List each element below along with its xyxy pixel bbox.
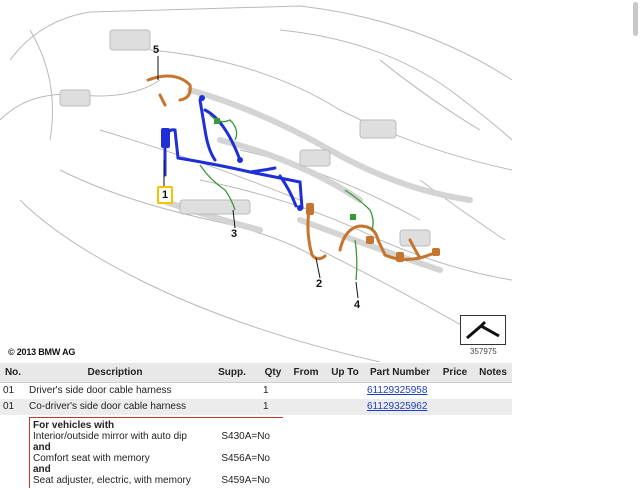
cell-from	[286, 383, 326, 400]
cell-part-number: 61129325958	[364, 383, 436, 400]
col-header-from[interactable]: From	[286, 363, 326, 383]
callout-5[interactable]: 5	[153, 44, 160, 56]
harness-illustration	[0, 5, 512, 362]
cell-no: 01	[0, 399, 26, 415]
cell-description: Co-driver's side door cable harness	[26, 399, 204, 415]
condition-line: Comfort seat with memory S456A=No	[33, 453, 280, 464]
condition-line: Seat adjuster, electric, with memory S45…	[33, 475, 280, 486]
cell-price	[436, 383, 474, 400]
scrollbar-thumb[interactable]	[633, 2, 638, 36]
cell-qty: 1	[263, 385, 269, 396]
table-row[interactable]: 01 Driver's side door cable harness 1 61…	[0, 383, 512, 400]
cell-part-number: 61129325962	[364, 399, 436, 415]
callout-4[interactable]: 4	[354, 299, 361, 311]
condition-code: S459A=No	[221, 475, 270, 486]
part-number-link[interactable]: 61129325962	[367, 401, 428, 412]
parts-table: No. Description Supp. Qty From Up To Par…	[0, 363, 512, 490]
col-header-description[interactable]: Description	[26, 363, 204, 383]
cell-qty: 1	[260, 399, 286, 415]
condition-line: Interior/outside mirror with auto dip S4…	[33, 431, 280, 442]
cell-upto	[326, 383, 364, 400]
condition-text: Seat adjuster, electric, with memory	[33, 475, 191, 486]
callout-2[interactable]: 2	[316, 278, 323, 290]
diagram-nav-button[interactable]	[460, 315, 506, 345]
cell-no: 01	[3, 385, 15, 396]
callout-1[interactable]: 1	[157, 186, 174, 204]
condition-text: Comfort seat with memory	[33, 453, 150, 464]
callout-3[interactable]: 3	[231, 228, 238, 240]
arrow-icon	[466, 320, 500, 340]
condition-code: S456A=No	[221, 453, 270, 464]
cell-notes	[474, 383, 512, 400]
copyright-text: © 2013 BMW AG	[8, 347, 76, 357]
col-header-notes[interactable]: Notes	[474, 363, 512, 383]
diagram-id: 357975	[470, 347, 497, 356]
col-header-qty[interactable]: Qty	[260, 363, 286, 383]
cell-description: Driver's side door cable harness	[29, 385, 172, 396]
conditions-block: For vehicles with Interior/outside mirro…	[29, 417, 283, 488]
col-header-supp[interactable]: Supp.	[204, 363, 260, 383]
condition-and: and	[33, 442, 51, 453]
col-header-price[interactable]: Price	[436, 363, 474, 383]
cell-notes	[474, 399, 512, 415]
cell-conditions: For vehicles with Interior/outside mirro…	[26, 415, 286, 490]
table-row-notes: For vehicles with Interior/outside mirro…	[0, 415, 512, 490]
cell-from	[286, 399, 326, 415]
col-header-no[interactable]: No.	[0, 363, 26, 383]
table-row[interactable]: 01 Co-driver's side door cable harness 1…	[0, 399, 512, 415]
part-number-link[interactable]: 61129325958	[367, 385, 428, 396]
col-header-upto[interactable]: Up To	[326, 363, 364, 383]
conditions-title: For vehicles with	[33, 420, 115, 431]
cell-supp	[204, 399, 260, 415]
parts-diagram: 5 1 3 2 4 © 2013 BMW AG 357975	[0, 5, 512, 362]
table-header: No. Description Supp. Qty From Up To Par…	[0, 363, 512, 383]
col-header-part-number[interactable]: Part Number	[364, 363, 436, 383]
cell-price	[436, 399, 474, 415]
condition-and: and	[33, 464, 51, 475]
cell-supp	[204, 383, 260, 400]
condition-code: S430A=No	[221, 431, 270, 442]
condition-text: Interior/outside mirror with auto dip	[33, 431, 187, 442]
cell-upto	[326, 399, 364, 415]
